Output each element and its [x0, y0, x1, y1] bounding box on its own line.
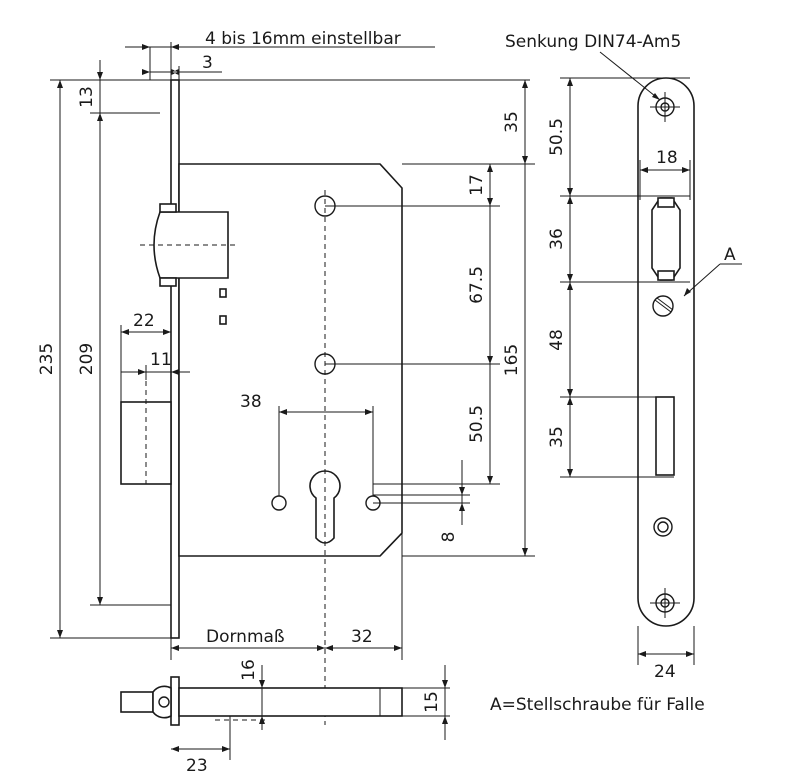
dim-15: 15: [422, 691, 442, 713]
screw-hole: [271, 495, 287, 511]
dim-32: 32: [351, 627, 373, 647]
dim-235: 235: [37, 343, 57, 375]
latch-top-view: [120, 691, 154, 713]
dim-50-5-main: 50.5: [467, 405, 487, 443]
case-top-view: [178, 687, 403, 717]
dim-faceplate-thickness: 3: [202, 53, 213, 73]
dim-dornmass: Dornmaß: [206, 627, 285, 647]
latch-opening: [651, 197, 681, 281]
faceplate-side-view: [560, 51, 742, 665]
dim-side-35: 35: [547, 426, 567, 448]
screw-hole-lower-inner: [657, 521, 669, 533]
lock-front-view: [120, 79, 403, 725]
dim-23: 23: [186, 756, 208, 776]
dim-209: 209: [77, 343, 97, 375]
indicator-square: [219, 315, 227, 325]
dim-13: 13: [77, 86, 97, 108]
legend-a: A=Stellschraube für Falle: [490, 695, 705, 715]
dim-side-24: 24: [654, 662, 676, 682]
latch-bolt-foot: [159, 277, 177, 287]
latch-bolt-head: [159, 203, 177, 213]
marker-a: A: [724, 245, 736, 265]
deadbolt-opening: [655, 396, 675, 476]
dim-11: 11: [150, 350, 172, 370]
faceplate: [170, 79, 180, 639]
dim-17: 17: [467, 174, 487, 196]
indicator-square: [219, 288, 227, 298]
countersink-note: Senkung DIN74-Am5: [505, 32, 681, 52]
dim-adjustable-range: 4 bis 16mm einstellbar: [205, 29, 401, 49]
lock-top-view: [120, 665, 450, 760]
dimension-lines-main: [50, 42, 535, 660]
dim-165: 165: [502, 344, 522, 376]
dim-16: 16: [239, 659, 259, 681]
dim-side-18: 18: [656, 148, 678, 168]
dim-22: 22: [133, 311, 155, 331]
dim-side-36: 36: [547, 228, 567, 250]
dim-8: 8: [439, 532, 459, 543]
latch-pin-top-view: [158, 696, 170, 708]
dim-38: 38: [240, 392, 262, 412]
dim-side-48: 48: [547, 329, 567, 351]
dim-side-50-5: 50.5: [547, 118, 567, 156]
latch-bolt: [153, 211, 229, 279]
dim-67-5: 67.5: [467, 266, 487, 304]
faceplate-top-view: [170, 676, 180, 726]
dim-35-top: 35: [502, 111, 522, 133]
